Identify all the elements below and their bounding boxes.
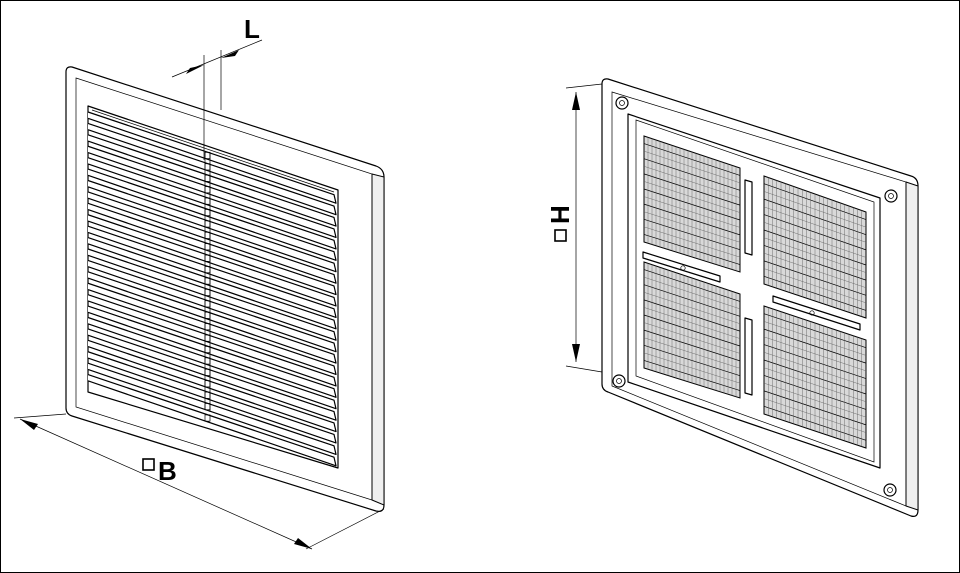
louver-notch	[204, 414, 211, 422]
screw-holes	[612, 96, 898, 497]
louver-slat	[87, 351, 337, 444]
louver-slat	[87, 305, 337, 398]
louver-slat	[87, 179, 337, 273]
louver-slat	[87, 111, 337, 204]
louver-slat	[87, 248, 337, 341]
dimension-b: B	[13, 413, 385, 550]
louver-slat	[87, 157, 337, 250]
louver-slat	[87, 225, 337, 318]
louver-slat	[87, 202, 337, 296]
louver-slats	[87, 111, 337, 467]
louver-slat	[87, 316, 337, 410]
louver-slat	[87, 122, 337, 216]
louver-slat	[87, 168, 337, 261]
louver-slat	[87, 259, 337, 353]
louver-slat	[87, 271, 337, 364]
right-grille	[601, 78, 919, 517]
louver-slat	[87, 328, 337, 421]
louver-slat	[87, 339, 337, 433]
louver-slat	[87, 282, 337, 376]
square-symbol-b	[142, 458, 155, 471]
dimension-b-label: B	[158, 456, 177, 486]
dimension-h: H	[545, 83, 603, 373]
louver-slat	[87, 214, 337, 307]
dimension-l: L	[171, 14, 263, 160]
dimension-l-label: L	[244, 14, 260, 44]
mesh-panels	[643, 135, 867, 449]
left-grille	[65, 66, 385, 512]
louver-slat	[87, 294, 337, 387]
louver-slat	[87, 237, 337, 330]
dimension-h-label: H	[545, 205, 575, 224]
louver-slat	[87, 191, 337, 284]
louver-slat	[87, 134, 337, 227]
louver-slat	[87, 374, 337, 467]
louver-slat	[87, 362, 337, 455]
louver-slat	[87, 145, 337, 239]
square-symbol-h	[554, 229, 567, 242]
